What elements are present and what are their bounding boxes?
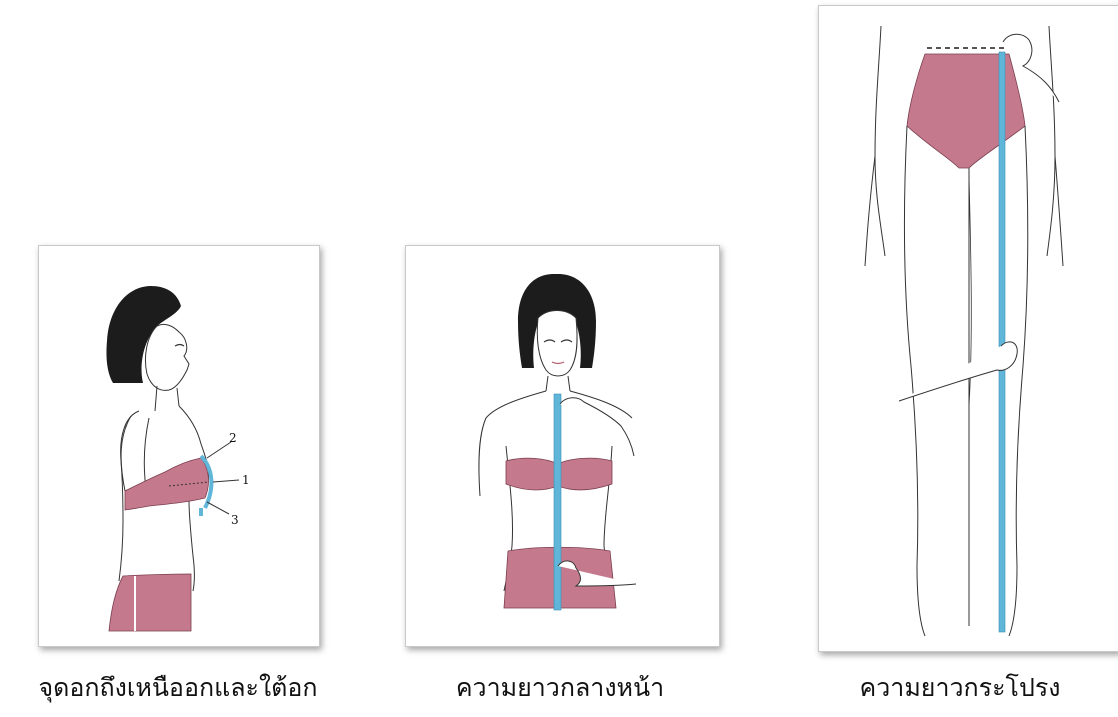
skirt-length-illustration-panel <box>818 5 1118 652</box>
marker-label-3: 3 <box>231 513 239 527</box>
caption-skirt-length: ความยาวกระโปรง <box>810 668 1110 708</box>
caption-center-front-length: ความยาวกลางหน้า <box>410 668 710 708</box>
face-outline <box>145 324 189 390</box>
bust-point-illustration-panel: 2 1 3 <box>38 245 320 647</box>
center-front-length-illustration-panel <box>405 245 720 647</box>
briefs-garment <box>907 54 1025 168</box>
marker-label-1: 1 <box>242 473 250 487</box>
measuring-tape <box>999 52 1005 632</box>
upper-hand <box>560 398 634 456</box>
measuring-tape <box>554 394 561 610</box>
face-outline <box>537 311 577 377</box>
caption-bust-measurement: จุดอกถึงเหนืออกและใต้อก <box>28 668 328 708</box>
marker-label-2: 2 <box>229 431 237 445</box>
bra-garment <box>125 458 208 510</box>
skirt-garment <box>109 574 191 631</box>
bust-point-illustration: 2 1 3 <box>39 246 319 646</box>
center-front-length-illustration <box>406 246 719 646</box>
skirt-length-illustration <box>819 6 1118 651</box>
